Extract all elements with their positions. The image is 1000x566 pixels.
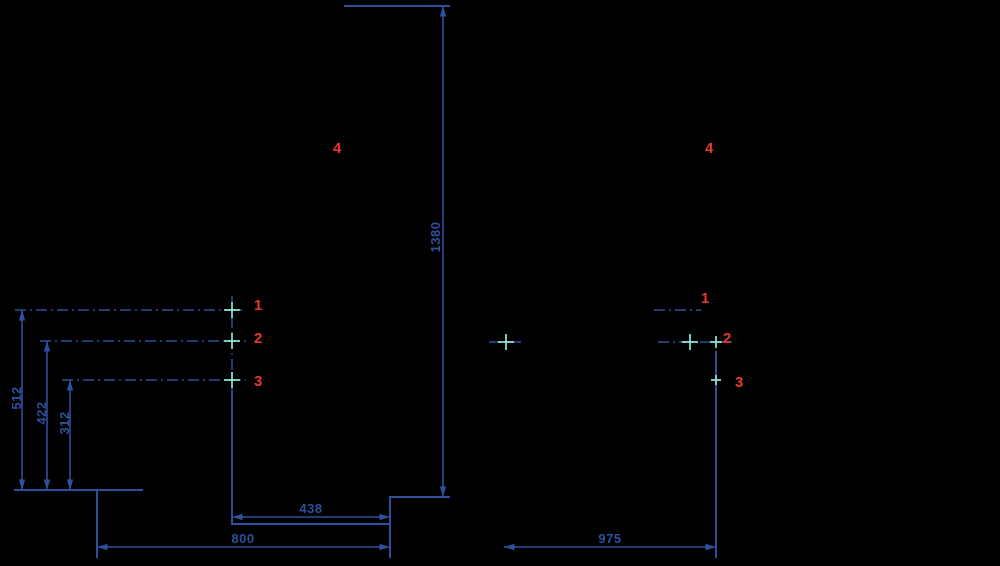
side-point-2b-crosshair-icon xyxy=(710,336,722,348)
side-overall-width-text: 975 xyxy=(598,531,621,546)
front-view: 1380 512 422 312 438 800 1 2 3 4 xyxy=(9,5,450,558)
side-view-point-labels: 1 2 3 4 xyxy=(701,140,743,391)
front-point-2-label: 2 xyxy=(254,330,262,347)
front-view-outline xyxy=(14,5,450,558)
front-view-dimension-lines xyxy=(18,6,447,551)
side-point-4-label: 4 xyxy=(705,140,714,157)
front-overall-height-text: 1380 xyxy=(428,222,443,253)
front-height-dim1-text: 512 xyxy=(9,386,24,409)
side-point-crosshair-left-icon xyxy=(498,334,514,350)
front-step-width-text: 438 xyxy=(299,501,322,516)
side-point-3-label: 3 xyxy=(735,374,743,391)
front-view-dimension-text: 1380 512 422 312 438 800 xyxy=(9,222,443,546)
front-point-3-crosshair-icon xyxy=(224,372,240,388)
side-view: 975 1 2 3 4 xyxy=(489,140,743,558)
front-view-centerlines xyxy=(15,296,246,392)
front-height-dim2-text: 422 xyxy=(34,401,49,424)
front-view-point-markers xyxy=(224,302,240,388)
front-point-3-label: 3 xyxy=(254,373,262,390)
front-point-1-label: 1 xyxy=(254,297,262,314)
side-point-2-crosshair-icon xyxy=(682,334,698,350)
front-point-1-crosshair-icon xyxy=(224,302,240,318)
front-view-point-labels: 1 2 3 4 xyxy=(254,140,342,390)
side-point-3-crosshair-icon xyxy=(711,375,721,385)
side-view-centerlines xyxy=(489,309,735,343)
side-point-1-label: 1 xyxy=(701,290,709,307)
side-point-2-label: 2 xyxy=(723,330,731,347)
front-point-4-label: 4 xyxy=(333,140,342,157)
front-overall-width-text: 800 xyxy=(231,531,254,546)
front-height-dim3-text: 312 xyxy=(57,411,72,434)
front-point-2-crosshair-icon xyxy=(224,333,240,349)
side-view-dimension-text: 975 xyxy=(598,531,621,546)
side-view-point-markers xyxy=(498,334,722,385)
